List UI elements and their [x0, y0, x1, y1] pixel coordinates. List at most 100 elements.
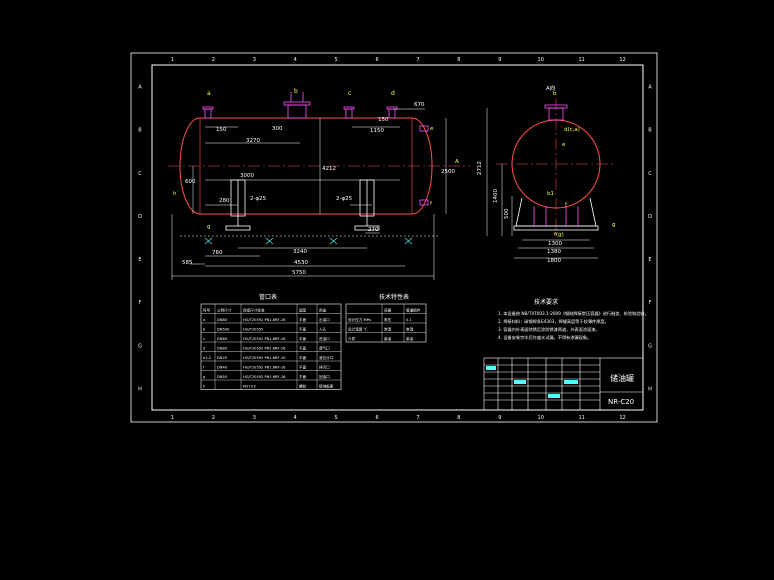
table-cell: 螺纹: [299, 384, 307, 389]
grid-letter-right: D: [648, 214, 652, 220]
table-header-cell: 连接尺寸标准: [243, 308, 265, 313]
table-cell: 接地板座: [319, 384, 334, 389]
dim-4212: 4212: [322, 166, 336, 172]
side-labels: b d(c,a) e f b1 g f(g): [547, 91, 616, 238]
dim-3240: 3240: [293, 249, 307, 255]
dimension-lines: [171, 108, 447, 280]
grid-number-bottom: 12: [619, 415, 625, 421]
table-cell: 平面: [299, 317, 307, 322]
tech-note-2: 2. 焊接材料：碳钢焊条E4303，焊缝高度等于较薄件厚度。: [498, 318, 609, 325]
grid-number-bottom: 7: [416, 415, 419, 421]
table-cell: DN80: [217, 318, 228, 322]
side-label-dca: d(c,a): [564, 127, 580, 133]
grid-number-bottom: 2: [212, 415, 215, 421]
grid-letter-right: A: [648, 85, 652, 91]
table-cell: 透气口: [319, 346, 330, 351]
table-cell: e1-2: [203, 356, 211, 360]
table-cell: 人孔: [319, 327, 327, 332]
table-cell: 平面: [299, 336, 307, 341]
table-cell: HG/T20592 PN1.6RF-16: [243, 375, 286, 379]
front-dimension-texts: 150 300 3270 1150 150 670 4212 2500 600 …: [182, 102, 455, 276]
grid-number-bottom: 8: [457, 415, 460, 421]
dim-2-hole-left: 2-φ25: [250, 196, 267, 202]
table-cell: DN40: [217, 366, 228, 370]
table-cell: h: [203, 385, 205, 389]
table-header-cell: 符号: [203, 308, 211, 313]
grid-number-top: 10: [538, 57, 544, 63]
grid-number-top: 1: [171, 57, 174, 63]
grid-letter-left: D: [138, 214, 142, 220]
side-dimension-texts: 2712 1400 500 1300 1380 1800: [477, 161, 562, 264]
table-cell: 进油口: [319, 336, 330, 341]
table-cell: a: [203, 318, 205, 322]
table-header-cell: 容器: [384, 308, 392, 313]
grid-number-bottom: 9: [498, 415, 501, 421]
dim-280: 280: [219, 198, 230, 204]
table-cell: DN50: [217, 375, 228, 379]
grid-number-bottom: 6: [375, 415, 378, 421]
foundation-marks: [204, 237, 413, 245]
dim-585: 585: [182, 260, 193, 266]
grid-number-bottom: 10: [538, 415, 544, 421]
table-cell: 排污口: [319, 365, 330, 370]
grid-number-top: 12: [619, 57, 625, 63]
side-anchor-bolts: [533, 206, 579, 226]
dim-1150: 1150: [370, 128, 384, 134]
side-view-title: A向: [546, 84, 555, 92]
table-cell: 0.1: [406, 318, 412, 322]
grid-number-top: 4: [294, 57, 297, 63]
grid-number-bottom: 4: [294, 415, 297, 421]
mark-h: h: [173, 191, 177, 197]
tech-note-1: 1. 本设备按 NB/T47003.1-2009《钢制焊接常压容器》进行制造、检…: [498, 310, 649, 317]
sheet-frame: [130, 52, 658, 423]
table-cell: d: [203, 347, 205, 351]
side-dim-500: 500: [504, 208, 510, 219]
grid-letter-right: H: [648, 386, 652, 392]
table-cell: DN80: [217, 347, 228, 351]
side-dim-1800: 1800: [547, 258, 561, 264]
table-cell: 常压: [384, 317, 392, 322]
grid-letter-right: G: [648, 343, 652, 349]
table-cell: HG/T20592 PN1.6RF-16: [243, 337, 286, 341]
table-header-cell: 面型: [299, 308, 307, 313]
grid-letter-left: E: [138, 257, 141, 263]
grid-number-top: 5: [335, 57, 338, 63]
drawing-name: 储油罐: [610, 373, 634, 383]
grid-letter-left: B: [138, 128, 142, 134]
table-cell: HG/T20595: [243, 328, 263, 332]
table-cell: 平面: [299, 365, 307, 370]
table-cell: 回油口: [319, 374, 330, 379]
table-cell: 常温: [384, 327, 392, 332]
technical-notes: 技术要求 1. 本设备按 NB/T47003.1-2009《钢制焊接常压容器》进…: [498, 298, 649, 341]
side-dim-1300: 1300: [548, 241, 562, 247]
grid-number-top: 2: [212, 57, 215, 63]
drawing-number: NR-C20: [608, 398, 634, 406]
side-label-e: e: [562, 142, 566, 148]
side-label-b: b: [553, 91, 557, 97]
table-header-cell: 管道组件: [406, 308, 421, 313]
grid-letter-left: H: [138, 386, 142, 392]
side-manhole: [544, 104, 568, 121]
table-cell: 柴油: [384, 336, 392, 341]
grid-letter-right: C: [648, 171, 652, 177]
table-cell: c: [203, 337, 205, 341]
dim-2-hole-right: 2-φ25: [336, 196, 353, 202]
table-cell: HG/T20592 PN1.6RF-16: [243, 347, 286, 351]
table-header-cell: 公称尺寸: [217, 308, 232, 313]
grid-number-bottom: 1: [171, 415, 174, 421]
front-marks: e f g h A: [173, 126, 459, 230]
side-saddle: [513, 197, 599, 231]
grid-letter-left: C: [138, 171, 142, 177]
vessel-front-view: a b c d 150 300 3270 1150 150 670 4212 2…: [168, 88, 470, 280]
tech-note-4: 4. 设备安装完毕后作盛水试漏，不得有渗漏现象。: [498, 334, 591, 341]
grid-letter-left: A: [138, 85, 142, 91]
grid-letter-right: B: [648, 128, 652, 134]
grid-number-bottom: 3: [253, 415, 256, 421]
table-cell: M27×2: [243, 385, 256, 389]
table-cell: 出油口: [319, 317, 330, 322]
grid-letter-right: E: [648, 257, 651, 263]
table-cell: 平面: [299, 327, 307, 332]
grid-number-top: 3: [253, 57, 256, 63]
